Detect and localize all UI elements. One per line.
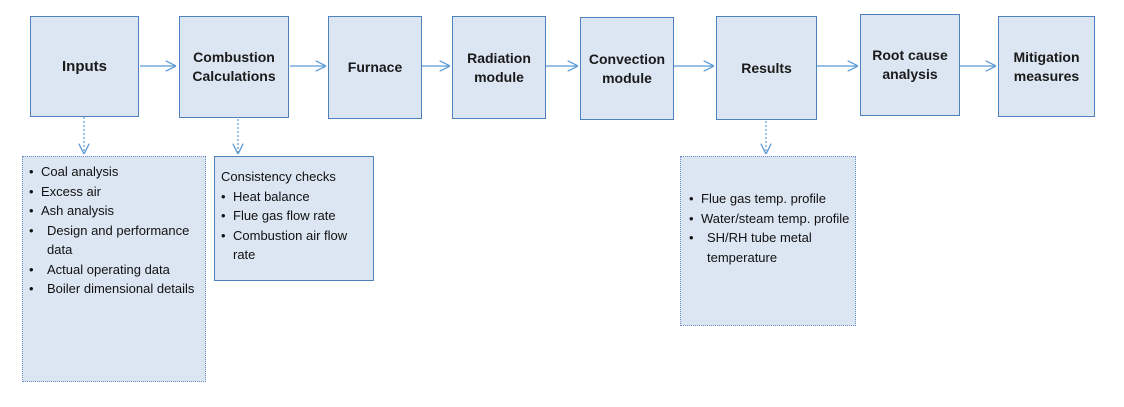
check-item-combustion-air-flow-rate: Combustion air flow rate [221,226,369,265]
flow-step-results-label: Results [741,59,792,76]
flow-step-furnace-label: Furnace [347,59,403,75]
consistency-checks-list: Heat balance Flue gas flow rate Combusti… [221,187,369,265]
flow-step-convection-module-label: Convection module [588,50,666,86]
inputs-item-ash-analysis: Ash analysis [29,201,201,221]
inputs-details-panel: Coal analysis Excess air Ash analysis De… [22,156,206,382]
inputs-details-list: Coal analysis Excess air Ash analysis De… [29,162,201,299]
inputs-item-coal-analysis: Coal analysis [29,162,201,182]
consistency-checks-heading: Consistency checks [221,169,336,184]
flow-step-radiation-module-label: Radiation module [467,49,531,85]
results-item-water-steam-temp-profile: Water/steam temp. profile [689,209,851,229]
results-details-list: Flue gas temp. profile Water/steam temp.… [689,189,851,267]
inputs-item-excess-air: Excess air [29,182,201,202]
results-details-panel: Flue gas temp. profile Water/steam temp.… [680,156,856,326]
flow-step-combustion-calculations: Combustion Calculations [179,16,289,118]
flow-step-furnace: Furnace [328,16,422,119]
inputs-item-actual-operating-data: Actual operating data [29,260,201,280]
flow-step-radiation-module: Radiation module [452,16,546,119]
flow-step-root-cause-analysis-label: Root cause analysis [872,47,948,82]
consistency-checks-panel: Consistency checks Heat balance Flue gas… [214,156,374,281]
flow-step-combustion-calculations-label: Combustion Calculations [192,49,276,84]
inputs-item-design-performance-data: Design and performance data [29,221,201,260]
check-item-flue-gas-flow-rate: Flue gas flow rate [221,206,369,226]
flow-step-mitigation-measures-label: Mitigation measures [1013,48,1080,84]
flow-step-results: Results [716,16,817,120]
flow-step-mitigation-measures: Mitigation measures [998,16,1095,117]
flow-step-inputs: Inputs [30,16,139,117]
inputs-item-boiler-dimensional-details: Boiler dimensional details [29,279,201,299]
flow-step-inputs-label: Inputs [62,58,107,75]
flow-step-root-cause-analysis: Root cause analysis [860,14,960,116]
flow-step-convection-module: Convection module [580,17,674,120]
results-item-sh-rh-tube-metal-temperature: SH/RH tube metal temperature [689,228,851,267]
check-item-heat-balance: Heat balance [221,187,369,207]
results-item-flue-gas-temp-profile: Flue gas temp. profile [689,189,851,209]
